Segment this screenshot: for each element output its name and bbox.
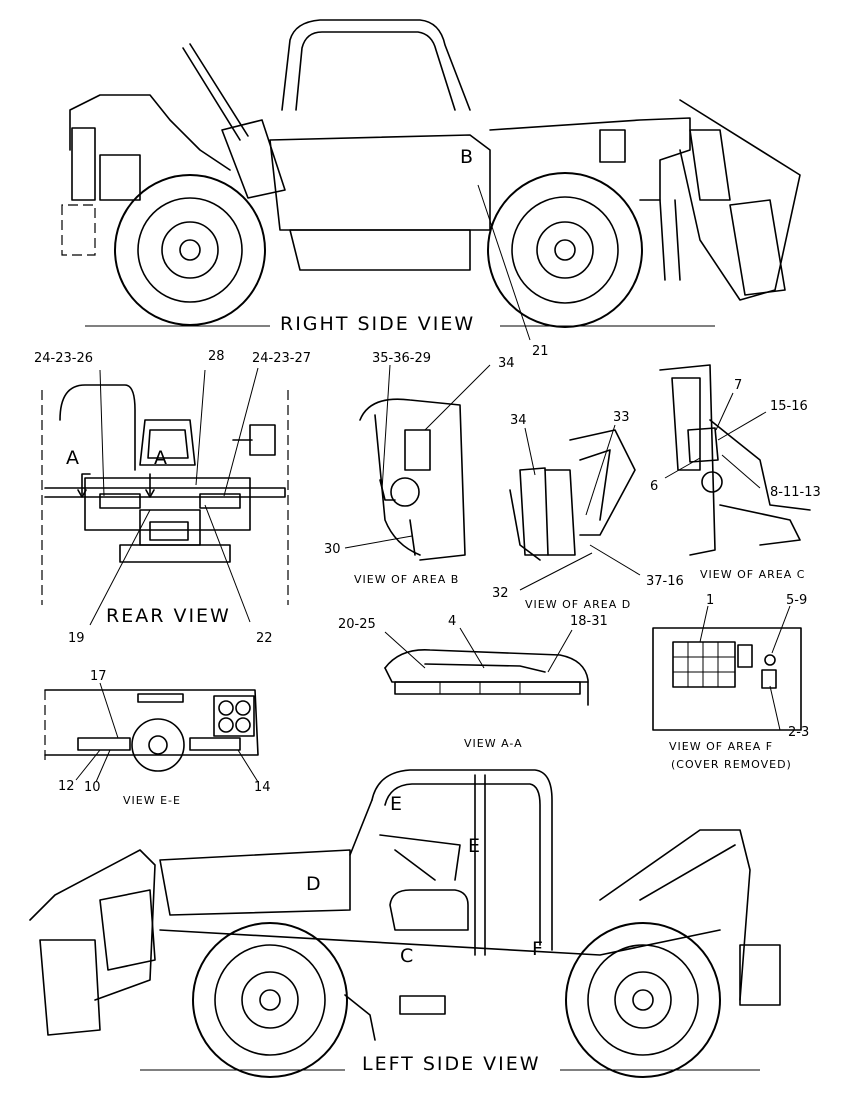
area-letter-c: C [400,945,413,967]
callout-30: 30 [324,542,341,557]
callout-18-31: 18-31 [570,614,608,629]
callout-19: 19 [68,631,85,646]
callout-2-3: 2-3 [788,725,809,740]
area-letter-b: B [460,146,473,168]
callout-28: 28 [208,349,225,364]
area-f-view-title: VIEW OF AREA F [669,740,773,753]
area-c-view-drawing [659,364,811,556]
area-letter-a-left: A [66,447,79,469]
callout-4: 4 [448,614,456,629]
callout-33: 33 [613,410,630,425]
area-letter-e-top: E [390,793,402,815]
callout-24-23-27: 24-23-27 [252,351,311,366]
area-d-view-drawing [509,424,641,591]
callout-24-23-26: 24-23-26 [34,351,93,366]
callout-8-11-13: 8-11-13 [770,485,821,500]
view-ee-title: VIEW E-E [123,794,181,807]
area-letter-f: F [532,938,543,960]
left-side-view-title: LEFT SIDE VIEW [362,1053,541,1075]
view-aa-drawing [384,627,589,706]
area-d-view-title: VIEW OF AREA D [525,598,631,611]
callout-37-16: 37-16 [646,574,684,589]
area-letter-d: D [306,873,321,895]
callout-21: 21 [532,344,549,359]
callout-35-36-29: 35-36-29 [372,351,431,366]
callout-14: 14 [254,780,271,795]
callout-34-area-b: 34 [498,356,515,371]
callout-22: 22 [256,631,273,646]
area-b-view-title: VIEW OF AREA B [354,573,459,586]
area-f-view-subtitle: (COVER REMOVED) [671,758,792,771]
area-f-view-drawing [652,605,802,731]
area-b-view-drawing [344,364,491,561]
callout-15-16: 15-16 [770,399,808,414]
callout-10: 10 [84,780,101,795]
callout-5-9: 5-9 [786,593,807,608]
area-letter-e-mid: E [468,835,480,857]
right-side-view-title: RIGHT SIDE VIEW [280,313,475,335]
area-c-view-title: VIEW OF AREA C [700,568,805,581]
callout-32: 32 [492,586,509,601]
left-side-view-drawing [29,769,781,1078]
right-side-view-drawing [61,19,801,341]
callout-12: 12 [58,779,75,794]
callout-34-area-d: 34 [510,413,527,428]
rear-view-title: REAR VIEW [106,605,231,627]
view-aa-title: VIEW A-A [464,737,523,750]
callout-6: 6 [650,479,658,494]
callout-17: 17 [90,669,107,684]
rear-view-drawing [41,367,289,626]
view-ee-drawing [44,682,259,783]
area-letter-a-center: A [154,447,167,469]
callout-1: 1 [706,593,714,608]
callout-7: 7 [734,378,742,393]
callout-20-25: 20-25 [338,617,376,632]
